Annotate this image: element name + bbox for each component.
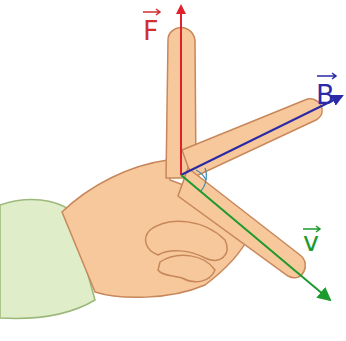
curled-fingers	[158, 255, 215, 281]
force-label: F	[143, 17, 159, 44]
velocity-vector	[181, 175, 330, 300]
force-vector	[180, 6, 182, 175]
velocity-label: v	[303, 228, 319, 255]
curled-fingers	[146, 221, 227, 260]
vector-over-arrow	[143, 9, 336, 232]
angle-arc	[196, 170, 206, 180]
field-label: B	[316, 81, 335, 108]
middle-finger	[182, 99, 322, 178]
